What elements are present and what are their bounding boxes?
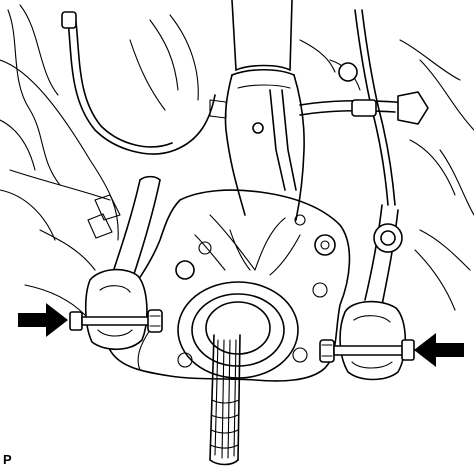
right-suspension-link — [364, 204, 403, 306]
background-brake-line-right — [299, 9, 474, 311]
upper-carrier-arm — [209, 69, 305, 221]
left-link-bracket — [84, 268, 148, 351]
left-bolt — [69, 309, 163, 333]
left-suspension-link — [111, 175, 161, 281]
right-link-bracket — [339, 300, 407, 381]
wheel-hub — [177, 281, 299, 379]
figure-code-label: P — [3, 452, 12, 467]
right-bolt — [319, 339, 415, 363]
arrow-right-icon — [18, 303, 68, 337]
arrow-left-icon — [414, 333, 464, 367]
background-wiring-left — [0, 4, 216, 316]
shock-absorber — [231, 0, 293, 71]
drive-shaft-spline — [209, 334, 241, 466]
